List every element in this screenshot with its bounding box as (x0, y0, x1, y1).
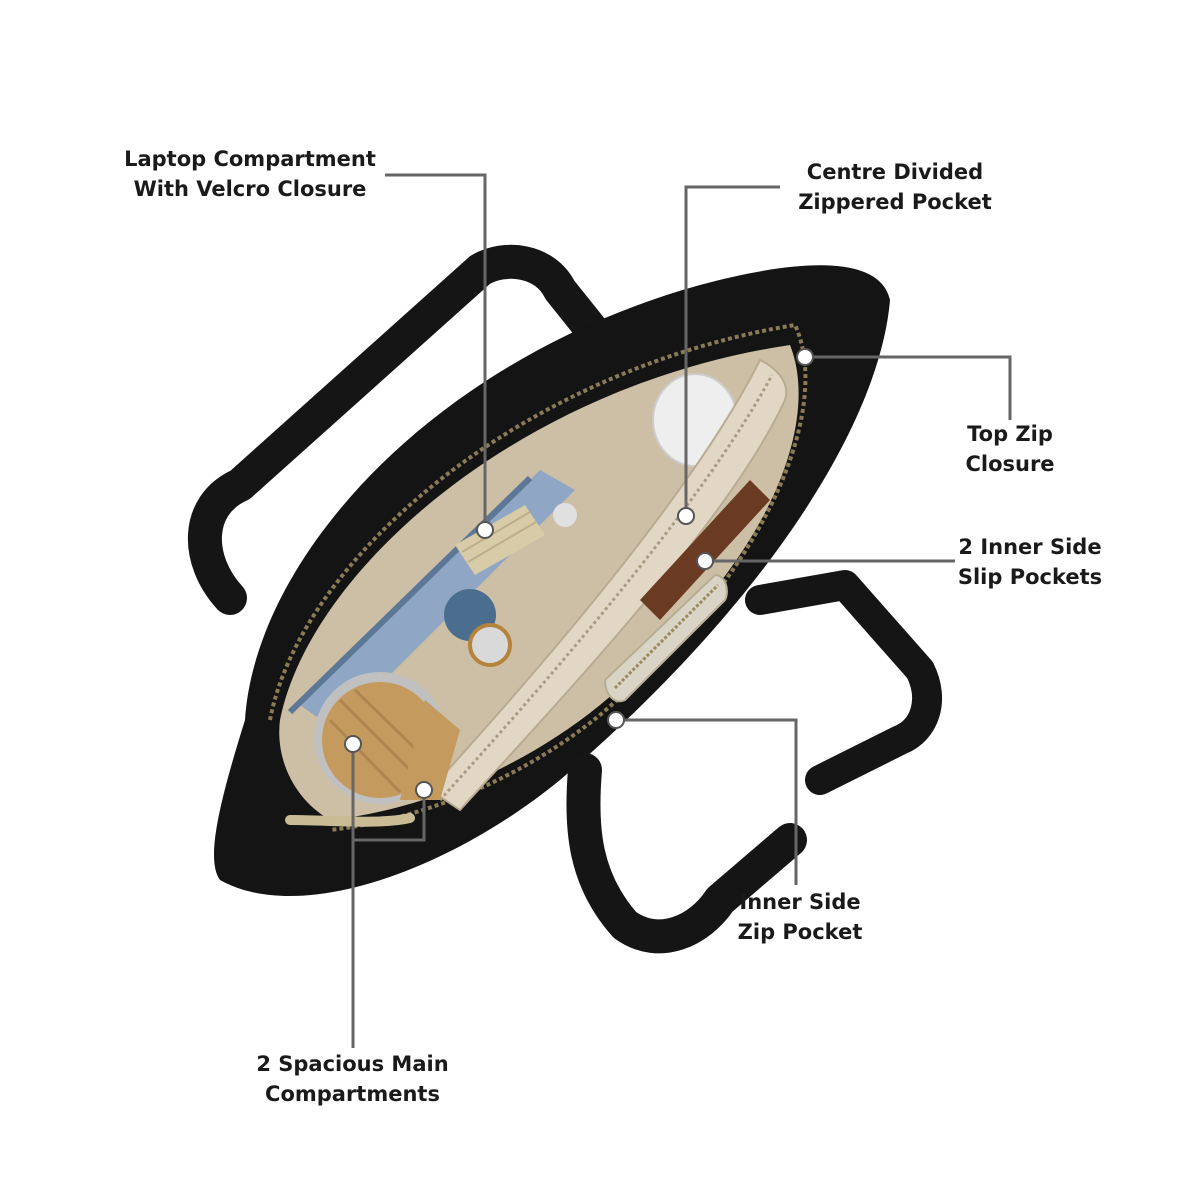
back-left-handle (187, 244, 617, 615)
brown-book (640, 480, 770, 620)
laptop-sleeve-edge (287, 475, 533, 715)
leader-centre (684, 185, 780, 516)
dot-laptop (476, 521, 494, 539)
leader-topzip (805, 355, 1012, 420)
dot-centre (677, 507, 695, 525)
callout-laptop: Laptop Compartment With Velcro Closure (124, 147, 376, 201)
bamboo-flask-body (400, 700, 460, 800)
callout-main: 2 Spacious Main Compartments (256, 1052, 449, 1106)
dot-topzip (796, 348, 814, 366)
leader-main-branch (353, 790, 426, 842)
callout-slip: 2 Inner Side Slip Pockets (957, 535, 1103, 589)
dot-innerzip (607, 711, 625, 729)
dot-slip (696, 552, 714, 570)
callout-innerzip: Inner Side Zip Pocket (737, 890, 863, 944)
leader-laptop (385, 173, 487, 530)
centre-zip-pocket (428, 358, 788, 812)
leader-innerzip (616, 718, 798, 885)
callout-topzip: Top Zip Closure (965, 422, 1055, 476)
dot-main-2 (415, 781, 433, 799)
dot-main (344, 735, 362, 753)
back-right-handle (745, 570, 943, 795)
top-zip (268, 322, 808, 832)
callout-centre: Centre Divided Zippered Pocket (798, 160, 992, 214)
front-right-handle (566, 753, 807, 954)
